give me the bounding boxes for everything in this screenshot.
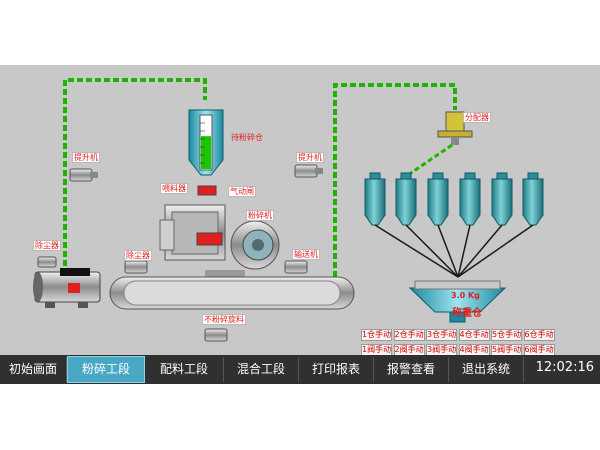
nav-alarm-view[interactable]: 报警查看 xyxy=(374,357,449,382)
nav-batching[interactable]: 配料工段 xyxy=(145,357,224,382)
storage-bin-6[interactable] xyxy=(457,172,544,278)
valve-manual-button-4[interactable]: 4阀手动 xyxy=(458,344,490,355)
waiting-bin[interactable] xyxy=(188,109,224,176)
dust-remover-motor[interactable] xyxy=(33,268,101,308)
conveyor-belt xyxy=(109,276,355,310)
lift-right-label: 提升机 xyxy=(296,152,324,163)
nav-exit[interactable]: 退出系统 xyxy=(449,357,524,382)
lift-motor-left[interactable] xyxy=(69,168,98,182)
bin-manual-button-1[interactable]: 1仓手动 xyxy=(361,329,392,341)
storage-bin-5[interactable] xyxy=(457,172,513,278)
clock: 12:02:16 xyxy=(535,360,594,375)
crusher-machine[interactable] xyxy=(159,204,280,278)
dust-remover-mid-label: 除尘器 xyxy=(124,250,152,261)
storage-bin-1[interactable] xyxy=(364,172,459,278)
storage-bin-3[interactable] xyxy=(427,172,459,278)
feed-line-4 xyxy=(457,224,471,278)
pneumatic-gate-label: 气动闸 xyxy=(228,186,256,197)
nav-home[interactable]: 初始画面 xyxy=(0,357,67,382)
bin-manual-button-6[interactable]: 6仓手动 xyxy=(523,329,555,341)
bin-manual-button-4[interactable]: 4仓手动 xyxy=(458,329,490,341)
dust-remover-motor-small[interactable] xyxy=(124,260,148,274)
level-gauge-fill xyxy=(201,136,211,169)
process-diagram xyxy=(33,78,544,342)
bottom-nav: 初始画面粉碎工段配料工段混合工段打印报表报警查看退出系统 xyxy=(0,355,600,384)
waiting-bin-label: 待粉碎仓 xyxy=(231,133,263,142)
weight-unit: Kg xyxy=(467,291,480,300)
lift-left-label: 提升机 xyxy=(72,152,100,163)
pipeline-left xyxy=(63,78,457,277)
feed-line-6 xyxy=(457,224,534,278)
bin-manual-button-3[interactable]: 3仓手动 xyxy=(426,329,457,341)
valve-manual-button-3[interactable]: 3阀手动 xyxy=(426,344,457,355)
bypass-gate-label: 不粉碎旋料 xyxy=(202,314,246,325)
weight-value: 3.0 xyxy=(451,291,466,300)
storage-bins xyxy=(364,172,544,278)
lift-motor-tiny-left xyxy=(37,256,57,268)
distributor[interactable] xyxy=(437,111,473,145)
weigh-bin-label: 称重仓 xyxy=(452,308,482,319)
distributor-label: 分配器 xyxy=(463,112,491,123)
dust-remover-left-label: 除尘器 xyxy=(33,240,61,251)
valve-manual-button-6[interactable]: 6阀手动 xyxy=(523,344,555,355)
valve-manual-button-2[interactable]: 2阀手动 xyxy=(393,344,425,355)
feed-line-1 xyxy=(374,224,459,278)
conveyor-label: 输送机 xyxy=(292,249,320,260)
crusher-label: 粉碎机 xyxy=(246,210,274,221)
bin-manual-button-2[interactable]: 2仓手动 xyxy=(393,329,425,341)
feed-line-5 xyxy=(457,224,503,278)
pneumatic-gate-shape[interactable] xyxy=(197,185,217,196)
bottom-blank xyxy=(0,384,600,450)
weight-readout: 3.0 Kg xyxy=(451,291,480,300)
bypass-motor[interactable] xyxy=(204,328,228,342)
valve-manual-button-1[interactable]: 1阀手动 xyxy=(361,344,392,355)
feeder-label: 喂料器 xyxy=(160,183,188,194)
storage-bin-2[interactable] xyxy=(395,172,459,278)
storage-bin-4[interactable] xyxy=(457,172,481,278)
process-canvas: 待粉碎仓 分配器 提升机 提升机 喂料器 气动闸 粉碎机 除尘器 除尘器 输送机… xyxy=(0,65,600,355)
nav-print-report[interactable]: 打印报表 xyxy=(299,357,374,382)
conveyor-motor[interactable] xyxy=(284,260,308,274)
feed-line-3 xyxy=(437,224,459,278)
nav-mixing[interactable]: 混合工段 xyxy=(224,357,299,382)
feed-line-2 xyxy=(405,224,459,278)
lift-motor-right[interactable] xyxy=(294,164,323,178)
valve-manual-button-5[interactable]: 5阀手动 xyxy=(491,344,522,355)
nav-crushing[interactable]: 粉碎工段 xyxy=(67,356,145,383)
bin-manual-button-5[interactable]: 5仓手动 xyxy=(491,329,522,341)
weigh-bin[interactable] xyxy=(408,280,507,323)
